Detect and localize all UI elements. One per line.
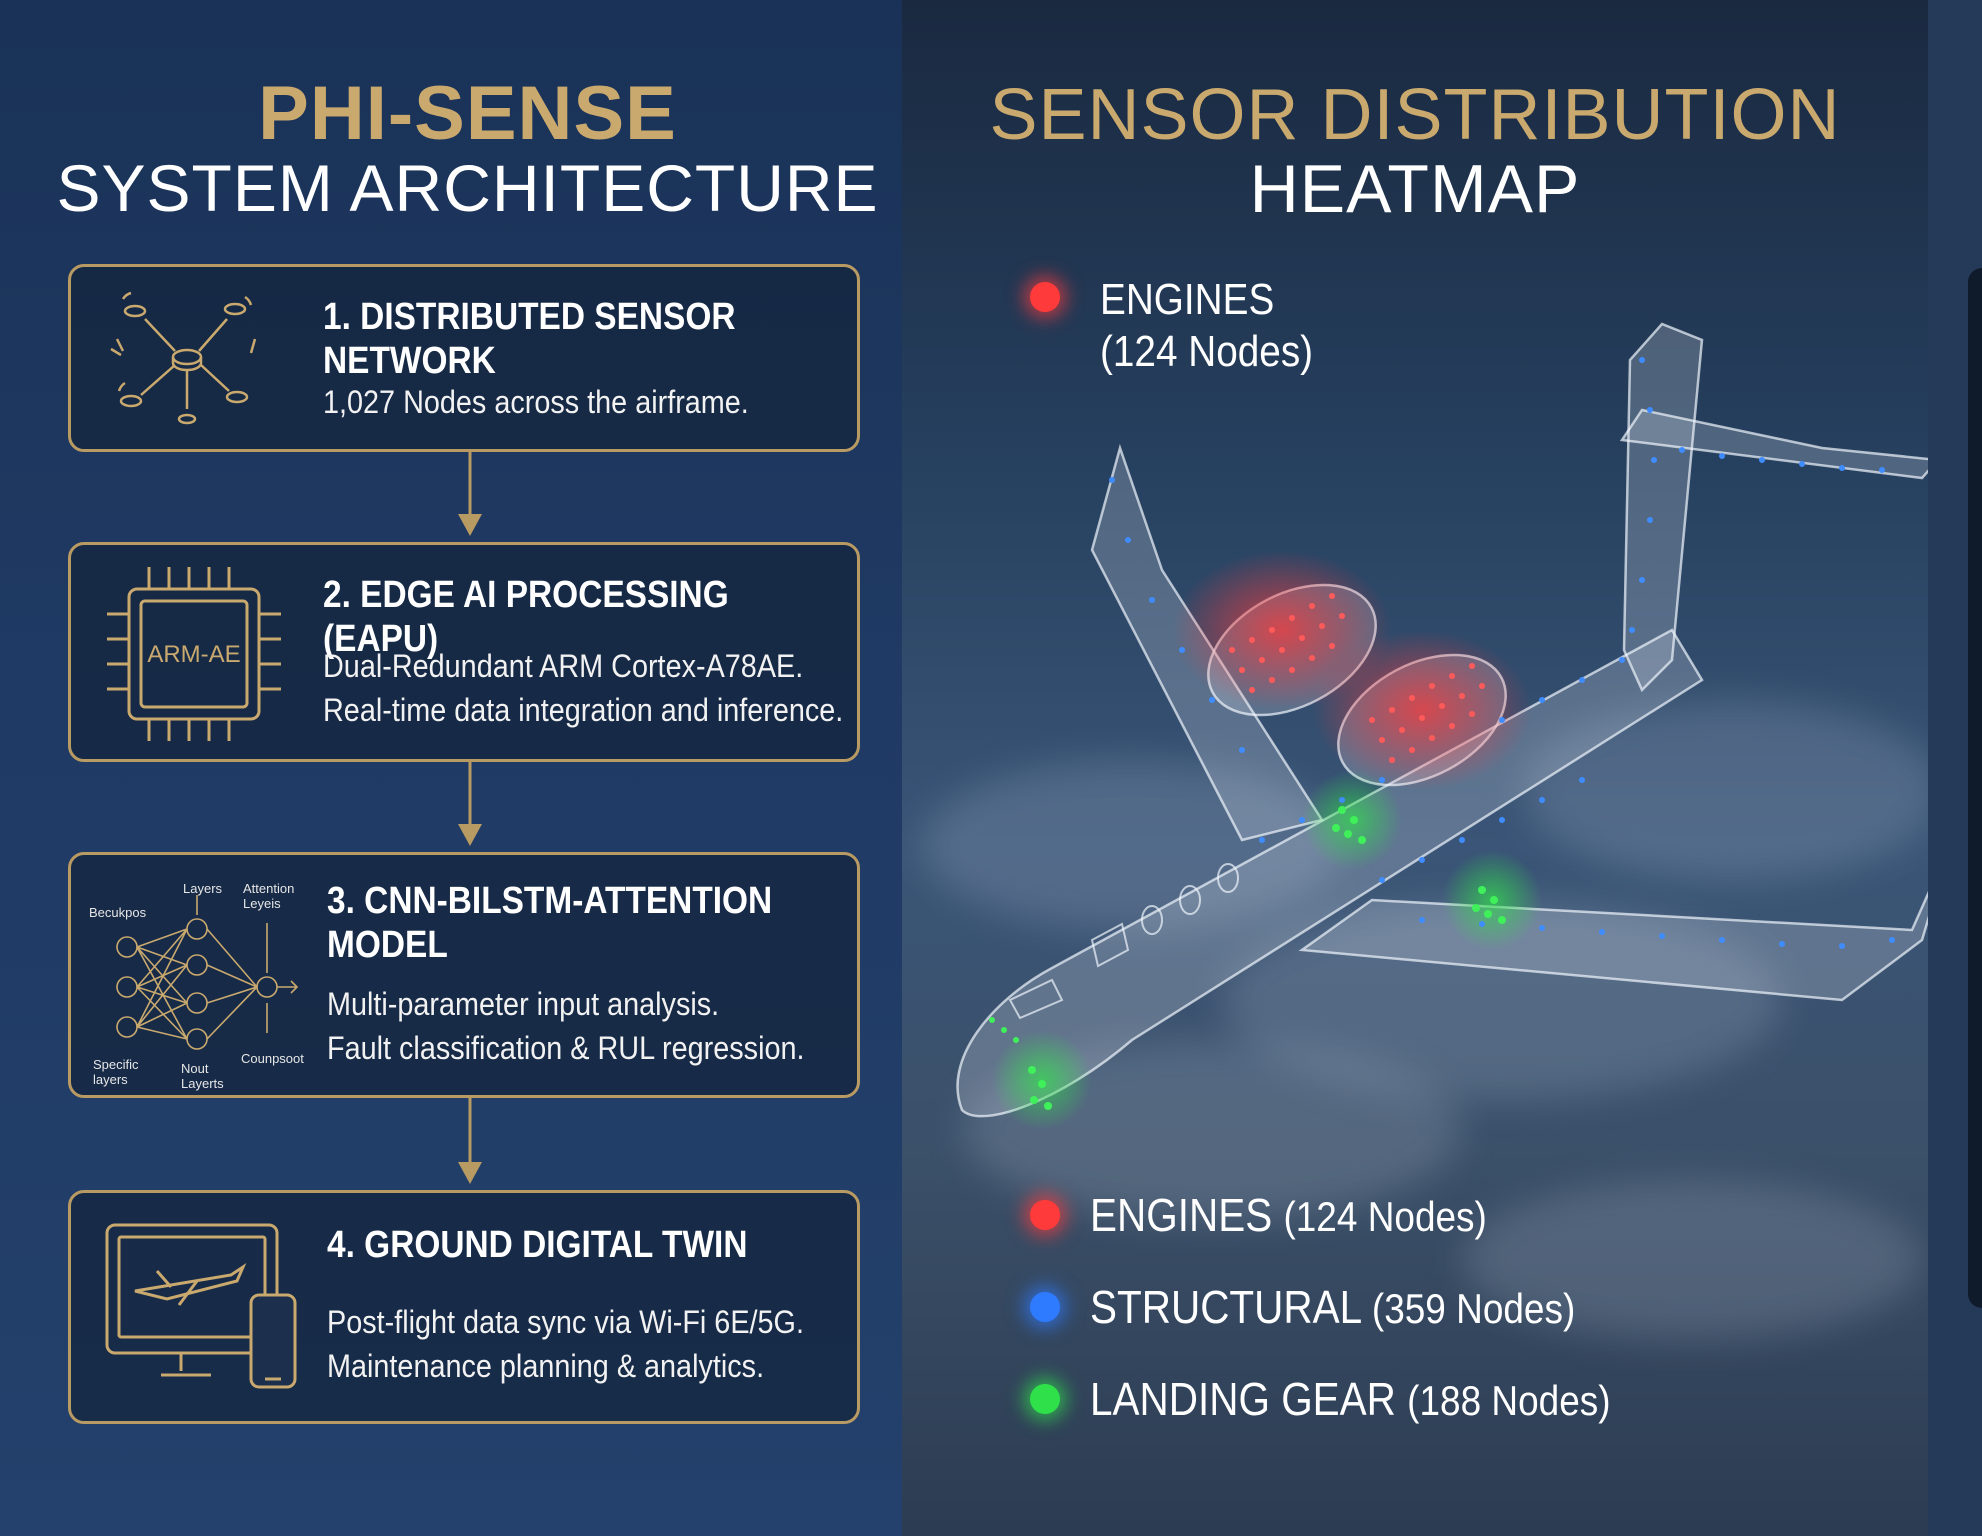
flow-arrow-3 <box>458 1098 482 1190</box>
legend-landing-gear: LANDING GEAR (188 Nodes) <box>1090 1372 1611 1426</box>
heatmap-panel: SENSOR DISTRIBUTION HEATMAP ENGINES (124… <box>902 0 1928 1536</box>
architecture-title: PHI-SENSE <box>258 71 677 156</box>
step-1-title: 1. DISTRIBUTED SENSOR NETWORK <box>323 296 736 382</box>
step-sensor-network: 1. DISTRIBUTED SENSOR NETWORK 1,027 Node… <box>68 264 860 452</box>
step-2-title: 2. EDGE AI PROCESSING (EAPU) <box>323 574 729 660</box>
step-4-desc-2: Maintenance planning & analytics. <box>327 1348 765 1384</box>
step-3-desc-1: Multi-parameter input analysis. <box>327 986 720 1022</box>
step-4-desc-1: Post-flight data sync via Wi-Fi 6E/5G. <box>327 1304 804 1340</box>
step-3-title: 3. CNN-BILSTM-ATTENTION MODEL <box>327 880 773 966</box>
legend-engines-name: ENGINES <box>1090 1189 1273 1241</box>
side-scroll-tab[interactable] <box>1968 268 1982 1308</box>
nn-label-top-mid: Layers <box>183 881 223 896</box>
nn-label-bottom-right: Counpsoot <box>241 1051 304 1066</box>
flow-arrow-2 <box>458 762 482 852</box>
architecture-subtitle: SYSTEM ARCHITECTURE <box>56 151 879 225</box>
architecture-panel: PHI-SENSE SYSTEM ARCHITECTURE 1. DISTRIB… <box>0 0 902 1536</box>
step-digital-twin: 4. GROUND DIGITAL TWIN Post-flight data … <box>68 1190 860 1424</box>
step-edge-ai: ARM-AE 2. EDGE AI PROCESSING (EAPU) Dual… <box>68 542 860 762</box>
tail-fin <box>1622 322 1704 693</box>
heatmap-subtitle: HEATMAP <box>1249 151 1581 227</box>
legend-landing-gear-name: LANDING GEAR <box>1090 1373 1396 1425</box>
step-1-desc: 1,027 Nodes across the airframe. <box>323 384 749 420</box>
legend-engines-dot <box>1030 1200 1060 1230</box>
engines-dot-top <box>1030 282 1060 312</box>
legend-structural: STRUCTURAL (359 Nodes) <box>1090 1280 1575 1334</box>
step-2-desc-1: Dual-Redundant ARM Cortex-A78AE. <box>323 648 804 684</box>
legend-structural-dot <box>1030 1292 1060 1322</box>
horizontal-stabilizer <box>1619 408 1928 480</box>
engines-top-label: ENGINES (124 Nodes) <box>1100 274 1313 378</box>
heatmap-title: SENSOR DISTRIBUTION <box>989 75 1841 155</box>
legend-engines: ENGINES (124 Nodes) <box>1090 1188 1487 1242</box>
nn-label-top-left: Becukpos <box>89 905 147 920</box>
engines-top-count: (124 Nodes) <box>1100 327 1314 376</box>
legend-landing-gear-dot <box>1030 1384 1060 1414</box>
legend-structural-name: STRUCTURAL <box>1090 1281 1361 1333</box>
legend-engines-count: (124 Nodes) <box>1283 1193 1487 1240</box>
aircraft-illustration <box>956 322 1928 1130</box>
legend-landing-gear-count: (188 Nodes) <box>1407 1377 1611 1424</box>
chip-icon: ARM-AE <box>107 567 281 741</box>
step-3-desc-2: Fault classification & RUL regression. <box>327 1030 805 1066</box>
engines-top-name: ENGINES <box>1100 275 1275 324</box>
monitor-phone-icon <box>105 1223 297 1389</box>
sensor-network-icon <box>110 291 257 425</box>
chip-label: ARM-AE <box>147 641 240 668</box>
step-2-desc-2: Real-time data integration and inference… <box>323 692 844 728</box>
step-4-title: 4. GROUND DIGITAL TWIN <box>327 1224 748 1266</box>
flow-arrow-1 <box>458 452 482 542</box>
legend-structural-count: (359 Nodes) <box>1371 1285 1576 1332</box>
